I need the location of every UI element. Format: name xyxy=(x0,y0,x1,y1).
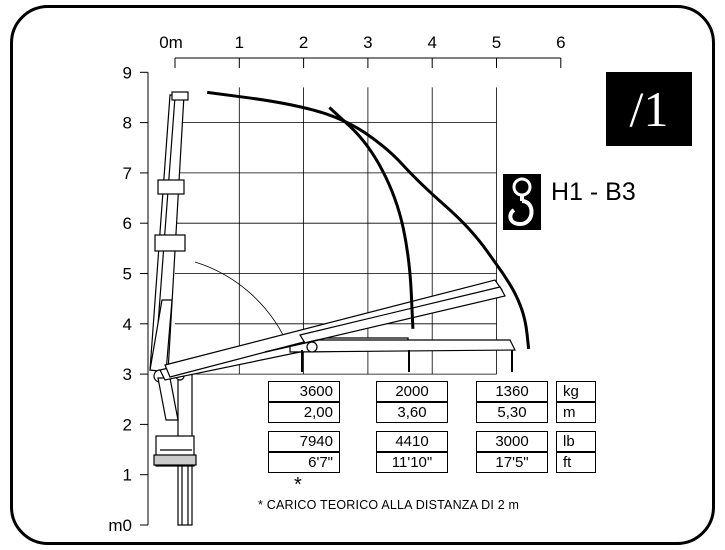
unit-ft: ft xyxy=(556,452,596,473)
distance-m-col-3: 5,30 xyxy=(476,402,548,423)
load-curves xyxy=(206,90,531,350)
footnote-text: * CARICO TEORICO ALLA DISTANZA DI 2 m xyxy=(258,498,520,512)
distance-m-col-1: 2,00 xyxy=(268,402,340,423)
diagram-number-badge: /1 xyxy=(606,72,692,146)
load-kg-col-1: 3600 xyxy=(268,381,340,402)
y-tick-label: m0 xyxy=(108,516,132,535)
y-tick-label: 6 xyxy=(123,214,132,233)
x-tick-label: 5 xyxy=(492,33,501,52)
crane-hook-icon xyxy=(503,174,541,230)
grid xyxy=(175,87,497,375)
unit-m: m xyxy=(556,402,596,423)
y-tick-label: 2 xyxy=(123,415,132,434)
distance-ft-col-3: 17'5" xyxy=(476,452,548,473)
y-tick-label: 7 xyxy=(123,164,132,183)
y-tick-label: 9 xyxy=(123,63,132,82)
distance-m-col-2: 3,60 xyxy=(376,402,448,423)
load-kg-col-2: 2000 xyxy=(376,381,448,402)
distance-ft-col-2: 11'10" xyxy=(376,452,448,473)
x-axis: 0m 1 2 3 4 5 6 xyxy=(159,33,566,68)
x-tick-label: 4 xyxy=(427,33,436,52)
diagram-frame xyxy=(10,5,715,545)
y-tick-label: 4 xyxy=(123,315,132,334)
y-tick-label: 8 xyxy=(123,114,132,133)
distance-ft-col-1: 6'7" xyxy=(268,452,340,473)
x-tick-label: 2 xyxy=(299,33,308,52)
y-tick-label: 1 xyxy=(123,466,132,485)
x-tick-label: 6 xyxy=(556,33,565,52)
unit-kg: kg xyxy=(556,381,596,402)
load-lb-col-1: 7940 xyxy=(268,431,340,452)
x-tick-label: 3 xyxy=(363,33,372,52)
x-tick-label: 1 xyxy=(235,33,244,52)
y-tick-label: 3 xyxy=(123,365,132,384)
y-tick-label: 5 xyxy=(123,265,132,284)
unit-lb: lb xyxy=(556,431,596,452)
load-kg-col-3: 1360 xyxy=(476,381,548,402)
load-curve-1 xyxy=(206,90,505,275)
y-axis: 9 8 7 6 5 4 3 2 1 m0 xyxy=(108,63,149,535)
load-lb-col-2: 4410 xyxy=(376,431,448,452)
footnote-marker: * xyxy=(294,474,302,496)
load-curve-2 xyxy=(328,106,415,329)
crane-drawing xyxy=(149,91,516,526)
x-tick-label: 0m xyxy=(159,33,183,52)
load-lb-col-3: 3000 xyxy=(476,431,548,452)
load-curve-3 xyxy=(501,272,531,350)
model-label: H1 - B3 xyxy=(551,178,636,206)
